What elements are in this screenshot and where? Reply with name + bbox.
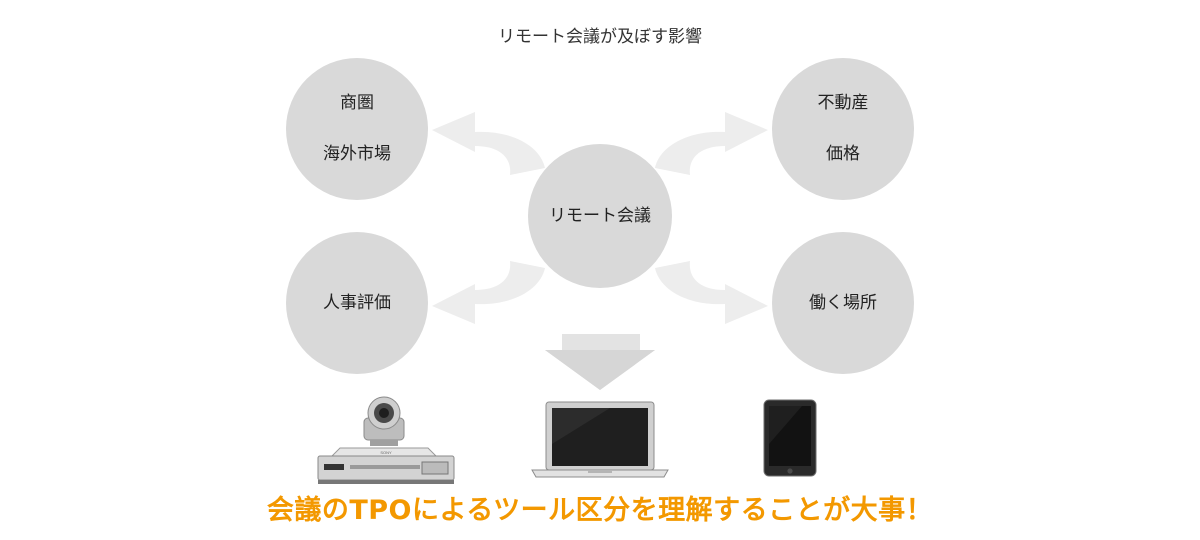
node-top-left-line2: 海外市場 (323, 144, 391, 164)
arrow-to-bottom-right (655, 261, 768, 324)
node-top-left: 商圏 海外市場 (286, 58, 428, 200)
arrow-down-shade (545, 350, 655, 390)
node-bottom-right: 働く場所 (772, 232, 914, 374)
arrow-to-top-right (655, 112, 768, 175)
arrow-to-bottom-left (432, 261, 545, 324)
node-center: リモート会議 (528, 144, 672, 288)
diagram-title: リモート会議が及ぼす影響 (498, 27, 702, 47)
conference-camera-icon: SONY (317, 396, 455, 484)
node-center-label: リモート会議 (549, 205, 651, 226)
tagline: 会議のTPOによるツール区分を理解することが大事！ (266, 495, 934, 526)
node-top-right: 不動産 価格 (772, 58, 914, 200)
node-top-left-line1: 商圏 (340, 93, 374, 113)
node-bottom-right-label: 働く場所 (809, 292, 877, 313)
arrow-to-top-left (432, 112, 545, 175)
node-bottom-left: 人事評価 (286, 232, 428, 374)
node-bottom-left-label: 人事評価 (323, 292, 391, 313)
node-top-right-line1: 不動産 (817, 93, 869, 113)
camera-brand-label: SONY (380, 450, 392, 455)
laptop-icon (531, 401, 669, 478)
tablet-icon (763, 399, 817, 477)
node-top-right-line2: 価格 (826, 144, 860, 164)
